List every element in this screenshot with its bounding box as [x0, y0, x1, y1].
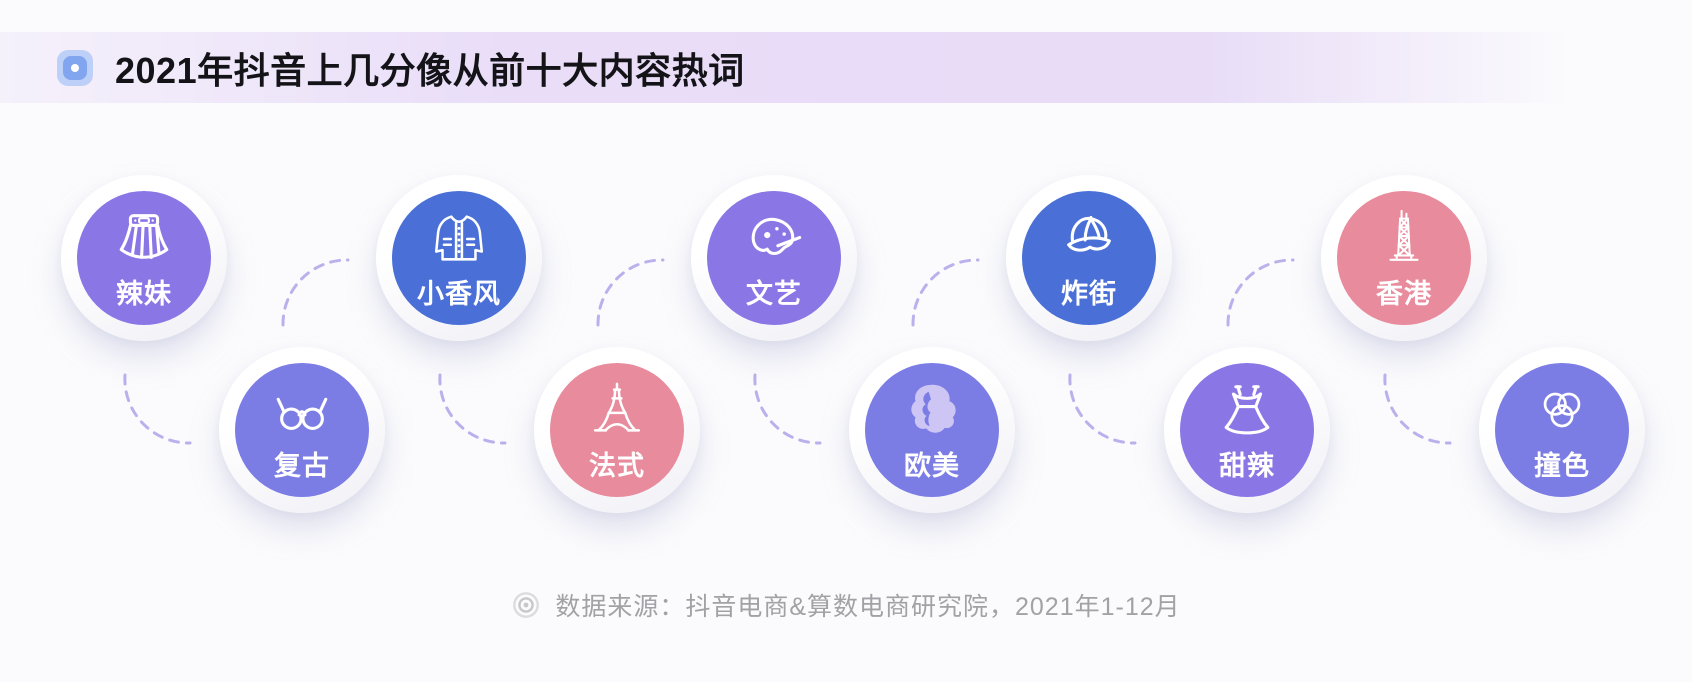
- page-title: 2021年抖音上几分像从前十大内容热词: [115, 49, 745, 91]
- keyword-label: 法式: [589, 451, 645, 481]
- cap-icon: [1058, 207, 1120, 269]
- beret-icon: [743, 207, 805, 269]
- keyword-badge: 欧美: [849, 347, 1015, 513]
- jacket-icon: [428, 207, 490, 269]
- keyword-badge: 撞色: [1479, 347, 1645, 513]
- data-source-text: 数据来源：抖音电商&算数电商研究院，2021年1-12月: [555, 593, 1181, 621]
- keyword-label: 小香风: [417, 279, 501, 309]
- keyword-label: 复古: [274, 451, 330, 481]
- keyword-badge: 甜辣: [1164, 347, 1330, 513]
- keyword-label: 欧美: [904, 451, 960, 481]
- sparkle-badge-icon: [57, 49, 93, 86]
- keyword-label: 文艺: [746, 279, 802, 309]
- skirt-icon: [113, 207, 175, 269]
- keyword-label: 炸街: [1061, 279, 1117, 309]
- eiffel-tower-icon: [586, 379, 648, 441]
- keyword-badge: 法式: [534, 347, 700, 513]
- keyword-badge: 炸街: [1006, 175, 1172, 341]
- title-band: 2021年抖音上几分像从前十大内容热词: [0, 32, 1692, 103]
- dress-icon: [1216, 379, 1278, 441]
- keyword-label: 辣妹: [116, 279, 172, 309]
- hair-icon: [901, 379, 963, 441]
- glasses-icon: [271, 379, 333, 441]
- keyword-badge: 辣妹: [61, 175, 227, 341]
- data-source: 数据来源：抖音电商&算数电商研究院，2021年1-12月: [0, 586, 1692, 624]
- keyword-badge: 复古: [219, 347, 385, 513]
- venn-circles-icon: [1531, 379, 1593, 441]
- hk-tower-icon: [1373, 207, 1435, 269]
- target-icon: [511, 590, 541, 620]
- keyword-label: 甜辣: [1219, 451, 1275, 481]
- keyword-badge: 小香风: [376, 175, 542, 341]
- keyword-badge: 香港: [1321, 175, 1487, 341]
- keyword-label: 香港: [1376, 279, 1432, 309]
- keyword-badge: 文艺: [691, 175, 857, 341]
- keyword-label: 撞色: [1534, 451, 1590, 481]
